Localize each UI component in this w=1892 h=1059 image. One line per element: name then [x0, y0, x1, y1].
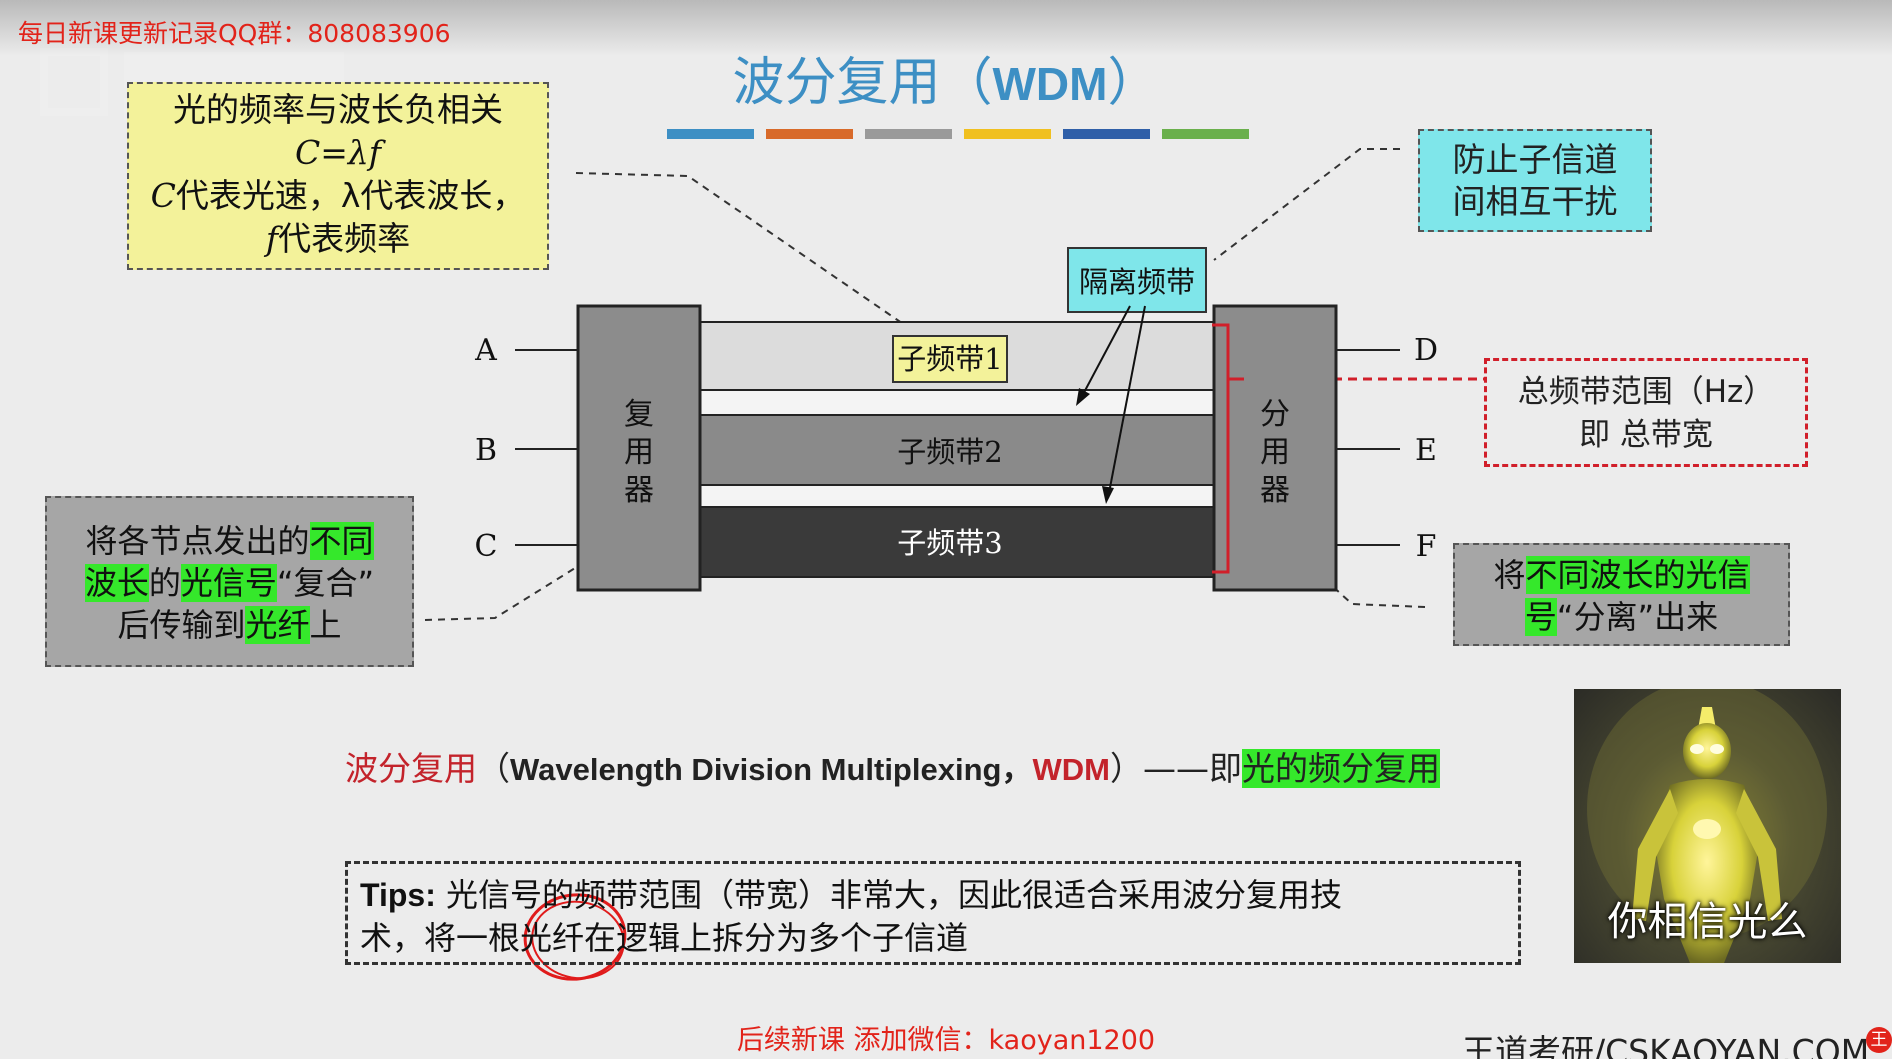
sub-band-2 [699, 414, 1215, 486]
qq-group-watermark: 每日新课更新记录QQ群：808083906 [18, 19, 451, 48]
leader-line-guard [1213, 148, 1400, 261]
color-bar-segment [865, 129, 952, 139]
note-line: 将不同波长的光信 [1493, 556, 1750, 594]
guard-arrow-2 [1107, 305, 1146, 499]
note-line: 间相互干扰 [1452, 182, 1618, 221]
ultraman-meme-image: 你相信光么 [1574, 689, 1841, 963]
input-label-c: C [475, 529, 498, 564]
tips-line-2: 术，将一根光纤在逻辑上拆分为多个子信道 [360, 919, 969, 957]
meme-caption: 你相信光么 [1607, 899, 1808, 945]
guard-arrow-2-head [1102, 486, 1114, 504]
color-bar-segment [1162, 129, 1249, 139]
demultiplexer-label-3: 器 [1260, 473, 1290, 508]
demultiplexer-note: 将不同波长的光信 号“分离”出来 [1453, 543, 1790, 646]
demultiplexer-label-2: 用 [1260, 435, 1290, 470]
wechat-watermark: 后续新课 添加微信：kaoyan1200 [736, 1025, 1156, 1056]
top-header-bar [0, 0, 1892, 56]
note-line: 号“分离”出来 [1524, 598, 1719, 636]
sub-band-1-label: 子频带1 [897, 342, 1002, 376]
sub-band-2-label: 子频带2 [897, 435, 1002, 469]
guard-arrow-1 [1079, 305, 1131, 401]
note-line: 波长的光信号“复合” [84, 564, 375, 602]
color-bar-segment [766, 129, 853, 139]
guard-band-box [1067, 247, 1207, 313]
annotation-circle-stroke-2 [531, 900, 625, 980]
note-line: 防止子信道 [1452, 140, 1618, 179]
title-color-bar [667, 129, 1249, 139]
tips-line-1: Tips: 光信号的频带范围（带宽）非常大，因此很适合采用波分复用技 [360, 876, 1343, 914]
note-line: 后传输到光纤上 [117, 606, 342, 644]
multiplexer-label-2: 用 [624, 435, 654, 470]
color-bar-segment [1063, 129, 1150, 139]
multiplexer-label-1: 复 [624, 397, 654, 432]
multiplexer-label-3: 器 [624, 473, 654, 508]
sub-band-3 [699, 506, 1215, 578]
color-bar-segment [964, 129, 1051, 139]
guard-purpose-note: 防止子信道 间相互干扰 [1418, 129, 1652, 232]
frequency-wavelength-note: 光的频率与波长负相关 C=λf C代表光速，λ代表波长， f代表频率 [127, 82, 549, 270]
tips-box: Tips: 光信号的频带范围（带宽）非常大，因此很适合采用波分复用技 术，将一根… [345, 861, 1521, 965]
note-line: C代表光速，λ代表波长， [150, 176, 526, 215]
wdm-definition: 波分复用（Wavelength Division Multiplexing，WD… [345, 749, 1440, 788]
color-bar-segment [667, 129, 754, 139]
note-line: 总频带范围（Hz） [1517, 374, 1775, 410]
output-label-f: F [1416, 529, 1437, 564]
demultiplexer [1212, 304, 1338, 592]
total-bandwidth-note: 总频带范围（Hz） 即 总带宽 [1484, 358, 1808, 467]
input-label-b: B [475, 433, 497, 468]
multiplexer [576, 304, 702, 592]
formula-text: C=λf [294, 133, 382, 172]
output-label-e: E [1415, 433, 1437, 468]
note-line: 将各节点发出的不同 [85, 522, 374, 560]
input-label-a: A [474, 333, 497, 368]
guard-arrow-1-head [1076, 388, 1090, 406]
brand-logo-icon: 王 [1866, 1027, 1892, 1053]
output-label-d: D [1414, 333, 1438, 368]
brand-watermark: 王道考研/CSKAOYAN.COM [1462, 1032, 1870, 1059]
note-line: 光的频率与波长负相关 [173, 90, 503, 129]
sub-band-3-label: 子频带3 [897, 526, 1002, 560]
demultiplexer-label-1: 分 [1260, 397, 1290, 432]
note-line: f代表频率 [265, 219, 411, 258]
note-line: 即 总带宽 [1579, 417, 1713, 453]
multiplexer-note: 将各节点发出的不同 波长的光信号“复合” 后传输到光纤上 [45, 496, 414, 667]
bandwidth-bracket [1212, 323, 1244, 574]
ultraman-figure [1587, 689, 1827, 963]
slide-title: 波分复用（WDM） [732, 53, 1160, 113]
guard-band-label: 隔离频带 [1079, 265, 1195, 299]
sub-band-1-label-box [892, 335, 1008, 383]
